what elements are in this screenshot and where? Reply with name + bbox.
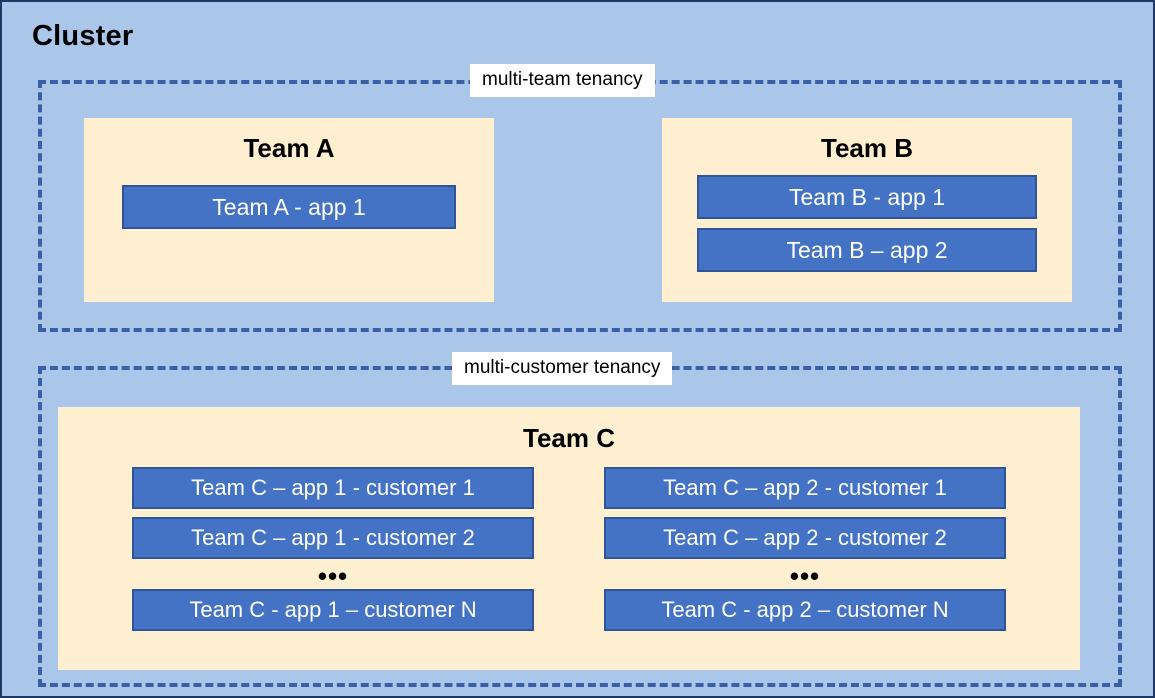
team-c-title: Team C: [523, 423, 615, 453]
team-box-team-a: Team A Team A - app 1: [84, 118, 494, 302]
team-box-team-c: Team C Team C – app 1 - customer 1 Team …: [58, 407, 1080, 670]
app-box-team-a-app-1[interactable]: Team A - app 1: [122, 185, 456, 229]
app-box-team-c-app-1-customer-2[interactable]: Team C – app 1 - customer 2: [132, 517, 534, 559]
team-a-title: Team A: [243, 133, 335, 163]
zone-label-multi-customer-tenancy: multi-customer tenancy: [452, 352, 673, 385]
team-a-app-list: Team A - app 1: [122, 185, 456, 229]
app-box-team-c-app-2-customer-1[interactable]: Team C – app 2 - customer 1: [604, 467, 1006, 509]
team-c-app-1-column: Team C – app 1 - customer 1 Team C – app…: [132, 467, 534, 631]
app-box-team-c-app-2-customer-2[interactable]: Team C – app 2 - customer 2: [604, 517, 1006, 559]
app-box-team-c-app-2-customer-n[interactable]: Team C - app 2 – customer N: [604, 589, 1006, 631]
page-title: Cluster: [32, 20, 134, 52]
app-box-team-b-app-2[interactable]: Team B – app 2: [697, 228, 1037, 272]
team-c-app-columns: Team C – app 1 - customer 1 Team C – app…: [58, 467, 1080, 631]
ellipsis-team-c-app-1: •••: [317, 561, 349, 591]
app-box-team-b-app-1[interactable]: Team B - app 1: [697, 175, 1037, 219]
team-b-title: Team B: [821, 133, 913, 163]
ellipsis-team-c-app-2: •••: [789, 561, 821, 591]
team-c-app-2-column: Team C – app 2 - customer 1 Team C – app…: [604, 467, 1006, 631]
app-box-team-c-app-1-customer-n[interactable]: Team C - app 1 – customer N: [132, 589, 534, 631]
team-b-app-list: Team B - app 1 Team B – app 2: [697, 175, 1037, 272]
app-box-team-c-app-1-customer-1[interactable]: Team C – app 1 - customer 1: [132, 467, 534, 509]
zone-label-multi-team-tenancy: multi-team tenancy: [470, 64, 655, 97]
team-box-team-b: Team B Team B - app 1 Team B – app 2: [662, 118, 1072, 302]
